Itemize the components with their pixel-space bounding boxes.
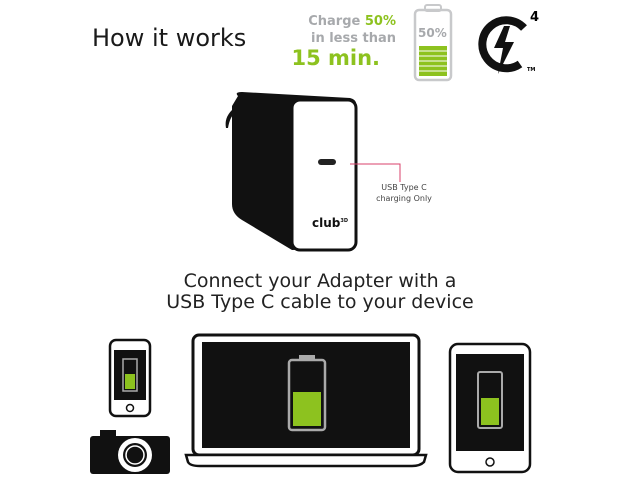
- battery-50-icon: [413, 4, 453, 82]
- promo-prefix: Charge: [308, 14, 365, 29]
- qc-version: 4: [530, 10, 540, 25]
- club3d-logo: club3D: [312, 216, 348, 230]
- devices-illustration: [90, 333, 532, 474]
- caption-line-2: USB Type C cable to your device: [166, 291, 474, 313]
- promo-line-1: Charge 50%: [308, 14, 396, 29]
- promo-line-3: 15 min.: [291, 46, 380, 70]
- brand-text: club: [312, 216, 341, 230]
- quick-charge-logo: [478, 16, 527, 74]
- promo-highlight: 50%: [364, 14, 396, 29]
- page-title: How it works: [92, 24, 247, 52]
- brand-sup: 3D: [340, 218, 348, 224]
- laptop-icon: [184, 333, 428, 468]
- port-label-2: charging Only: [376, 194, 432, 203]
- usb-c-adapter-illustration: [225, 92, 358, 252]
- smartphone-icon: [108, 338, 152, 418]
- camera-icon: [90, 430, 170, 474]
- caption-line-1: Connect your Adapter with a: [183, 270, 457, 292]
- promo-line-2: in less than: [310, 31, 396, 46]
- callout-line: [350, 163, 401, 182]
- qc-trademark: TM: [527, 67, 536, 73]
- battery-badge-label: 50%: [418, 26, 447, 40]
- tablet-icon: [448, 342, 532, 474]
- port-label-1: USB Type C: [381, 183, 427, 192]
